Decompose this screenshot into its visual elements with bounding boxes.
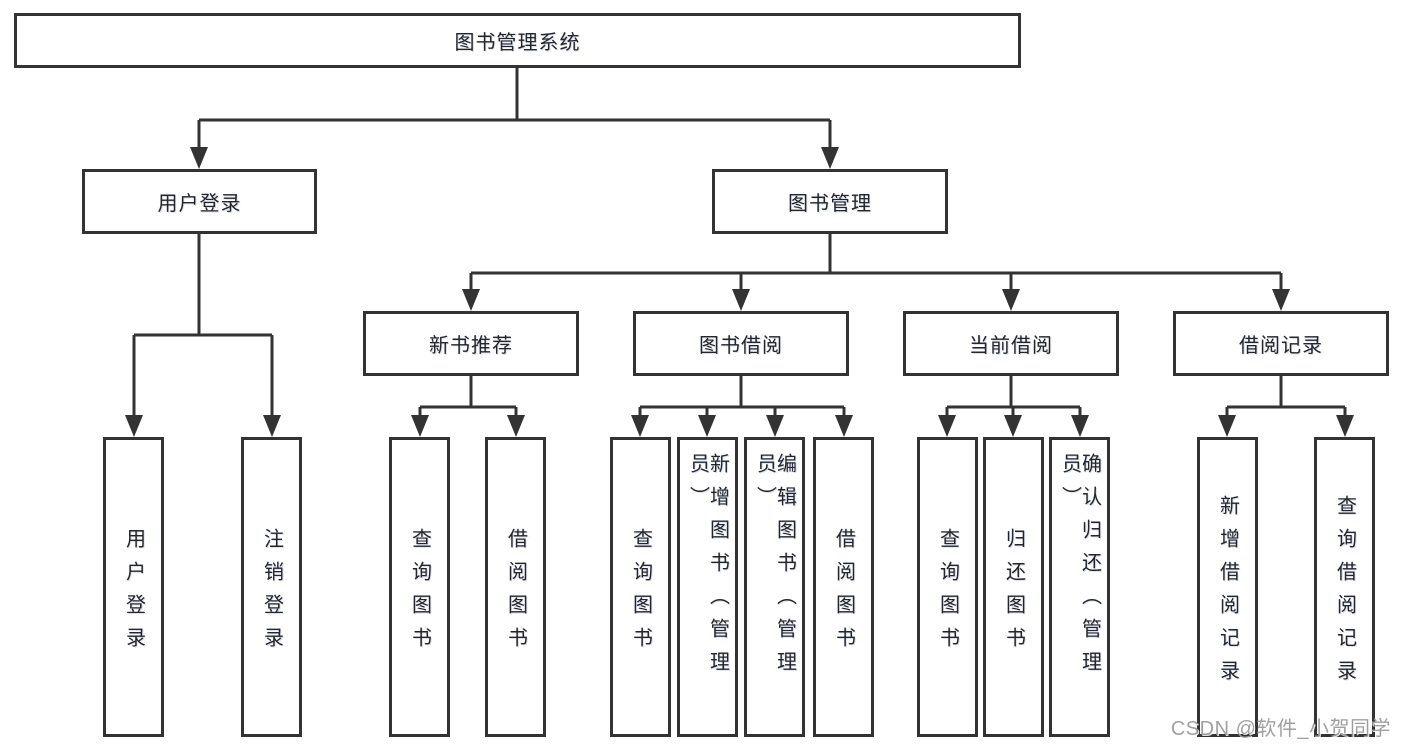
- leaf-confirm-return-admin: 确认归还（管理员）: [1049, 437, 1110, 737]
- watermark: CSDN @软件_小贺同学: [1170, 718, 1391, 740]
- node-book-borrow: 图书借阅: [633, 311, 849, 376]
- arrow-down-icon: [821, 147, 839, 169]
- arrow-down-icon: [631, 415, 649, 437]
- connector-current-borrow-children: [938, 376, 1089, 437]
- arrow-down-icon: [732, 289, 750, 311]
- arrow-down-icon: [766, 415, 784, 437]
- leaf-add-books-admin: 新增图书（管理员）: [677, 437, 738, 737]
- arrow-down-icon: [698, 415, 716, 437]
- arrow-down-icon: [1218, 415, 1236, 437]
- connector-book-borrow-children: [631, 376, 853, 437]
- arrow-down-icon: [835, 415, 853, 437]
- leaf-add-borrow-record: 新增借阅记录: [1197, 437, 1258, 737]
- arrow-down-icon: [938, 415, 956, 437]
- node-root-library-system: 图书管理系统: [14, 13, 1021, 68]
- arrow-down-icon: [507, 415, 525, 437]
- connector-borrow-record-children: [1218, 376, 1354, 437]
- node-borrow-record: 借阅记录: [1173, 311, 1389, 376]
- node-current-borrow: 当前借阅: [903, 311, 1119, 376]
- node-new-book-recommend: 新书推荐: [363, 311, 579, 376]
- arrow-down-icon: [190, 147, 208, 169]
- leaf-logout: 注销登录: [241, 437, 302, 737]
- arrow-down-icon: [1272, 289, 1290, 311]
- leaf-query-books-borrow: 查询图书: [610, 437, 671, 737]
- leaf-query-books-recommend: 查询图书: [389, 437, 450, 737]
- arrow-down-icon: [1071, 415, 1089, 437]
- arrow-down-icon: [462, 289, 480, 311]
- connector-new-book-children: [411, 376, 525, 437]
- connector-book-management-sections: [462, 234, 1290, 311]
- arrow-down-icon: [1002, 289, 1020, 311]
- leaf-borrow-books-recommend: 借阅图书: [485, 437, 546, 737]
- arrow-down-icon: [263, 415, 281, 437]
- leaf-borrow-books: 借阅图书: [813, 437, 874, 737]
- node-book-management: 图书管理: [712, 169, 948, 234]
- arrow-down-icon: [1004, 415, 1022, 437]
- leaf-query-books-current: 查询图书: [917, 437, 978, 737]
- connector-user-login-children: [125, 234, 281, 437]
- leaf-return-books: 归还图书: [983, 437, 1044, 737]
- arrow-down-icon: [1336, 415, 1354, 437]
- node-user-login: 用户登录: [82, 169, 317, 234]
- leaf-user-login: 用户登录: [103, 437, 164, 737]
- arrow-down-icon: [411, 415, 429, 437]
- leaf-query-borrow-record: 查询借阅记录: [1314, 437, 1375, 737]
- leaf-edit-books-admin: 编辑图书（管理员）: [744, 437, 805, 737]
- connector-root-to-level2: [190, 68, 839, 169]
- arrow-down-icon: [125, 415, 143, 437]
